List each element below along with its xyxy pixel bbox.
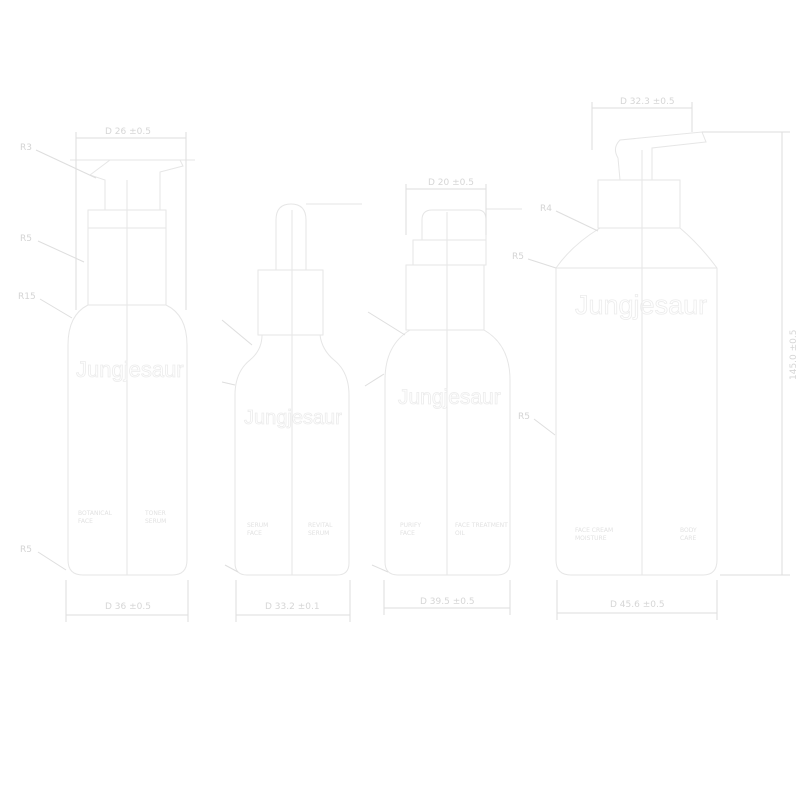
radius-label-r5-bottom: R5: [20, 545, 32, 555]
bottle-3-dimensions: D 20 ±0.5 D 39.5 ±0.5: [383, 178, 511, 615]
bottle-2-dimensions: D 33.2 ±0.1: [235, 580, 351, 622]
bottle-1-top-diameter: D 26 ±0.5: [105, 127, 151, 137]
bottle-2-dropper: Jungjesaur SERUM FACE REVITAL SERUM: [221, 203, 362, 576]
bottle-4-label-right-1: BODY: [680, 527, 697, 534]
bottle-4-bottom-diameter: D 45.6 ±0.5: [610, 600, 665, 610]
bottle-3-top-diameter: D 20 ±0.5: [428, 178, 474, 188]
bottle-4-height: 145.0 ±0.5: [789, 330, 799, 380]
bottle-1-pump: Jungjesaur BOTANICAL FACE TONER SERUM: [67, 159, 195, 576]
bottle-4-label-right-2: CARE: [680, 535, 696, 542]
radius-label-r5: R5: [20, 234, 32, 244]
bottle-4-brand: Jungjesaur: [575, 290, 707, 320]
bottle-3-bottom-diameter: D 39.5 ±0.5: [420, 597, 475, 607]
bottle-3-label-left-2: FACE: [400, 530, 415, 537]
bottle-3-label-left-1: PURIFY: [400, 522, 421, 529]
bottle-4-dimensions: D 32.3 ±0.5 145.0 ±0.5 D 45.6 ±0.5 R4 R5…: [512, 97, 799, 620]
bottle-2-label-left-1: SERUM: [247, 522, 268, 529]
bottle-4-large-pump: Jungjesaur FACE CREAM MOISTURE BODY CARE: [555, 131, 718, 576]
bottle-1-bottom-diameter: D 36 ±0.5: [105, 602, 151, 612]
radius-callouts-left: R3 R5 R15 R5: [18, 143, 97, 571]
bottle-2-label-right-2: SERUM: [308, 530, 329, 537]
radius-label-r4: R4: [540, 204, 552, 214]
radius-label-r5-shoulder: R5: [512, 252, 524, 262]
bottle-1-label-left-2: FACE: [78, 518, 93, 525]
bottle-2-label-right-1: REVITAL: [308, 522, 333, 529]
bottle-2-label-left-2: FACE: [247, 530, 262, 537]
bottle-3-label-right-1: FACE TREATMENT: [455, 522, 508, 529]
bottle-1-label-right-1: TONER: [144, 510, 166, 517]
bottle-4-label-left-1: FACE CREAM: [575, 527, 613, 534]
bottle-4-top-diameter: D 32.3 ±0.5: [620, 97, 675, 107]
bottle-1-dimensions: D 26 ±0.5 D 36 ±0.5: [65, 127, 189, 622]
bottle-1-brand: Jungjesaur: [76, 357, 184, 382]
bottle-1-label-left-1: BOTANICAL: [78, 510, 113, 517]
bottle-4-label-left-2: MOISTURE: [575, 535, 607, 542]
bottle-3-treatment-pump: Jungjesaur PURIFY FACE FACE TREATMENT OI…: [364, 208, 522, 576]
bottle-2-bottom-diameter: D 33.2 ±0.1: [265, 602, 320, 612]
radius-label-r5-body: R5: [518, 412, 530, 422]
bottle-1-label-right-2: SERUM: [145, 518, 166, 525]
bottle-3-brand: Jungjesaur: [398, 386, 501, 409]
bottle-2-brand: Jungjesaur: [244, 407, 342, 429]
radius-label-r3: R3: [20, 143, 32, 153]
bottle-3-label-right-2: OIL: [455, 530, 465, 537]
radius-label-r15: R15: [18, 292, 36, 302]
